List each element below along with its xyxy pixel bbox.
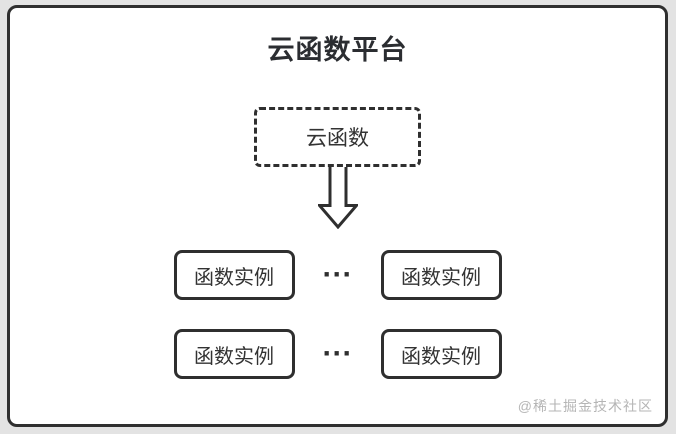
instance-row: 函数实例 ··· 函数实例 — [10, 250, 665, 301]
ellipsis: ··· — [322, 258, 353, 292]
cloud-function-label: 云函数 — [306, 127, 369, 151]
watermark: @稀土掘金技术社区 — [517, 398, 653, 414]
function-instance-node: 函数实例 — [380, 250, 502, 301]
function-instance-label: 函数实例 — [194, 345, 274, 368]
ellipsis: ··· — [322, 337, 353, 371]
function-instance-node: 函数实例 — [173, 329, 295, 380]
function-instance-label: 函数实例 — [401, 266, 481, 289]
cloud-function-node: 云函数 — [254, 107, 421, 168]
function-instance-node: 函数实例 — [173, 250, 295, 301]
down-arrow-icon — [317, 167, 358, 230]
function-instance-label: 函数实例 — [194, 266, 274, 289]
function-instance-node: 函数实例 — [380, 329, 502, 380]
diagram-panel: 云函数平台 云函数 函数实例 ··· 函数实例 函数实例 ··· 函数实例 @稀… — [7, 5, 668, 427]
function-instance-label: 函数实例 — [401, 345, 481, 368]
diagram-title: 云函数平台 — [267, 35, 408, 65]
instance-row: 函数实例 ··· 函数实例 — [10, 329, 665, 380]
